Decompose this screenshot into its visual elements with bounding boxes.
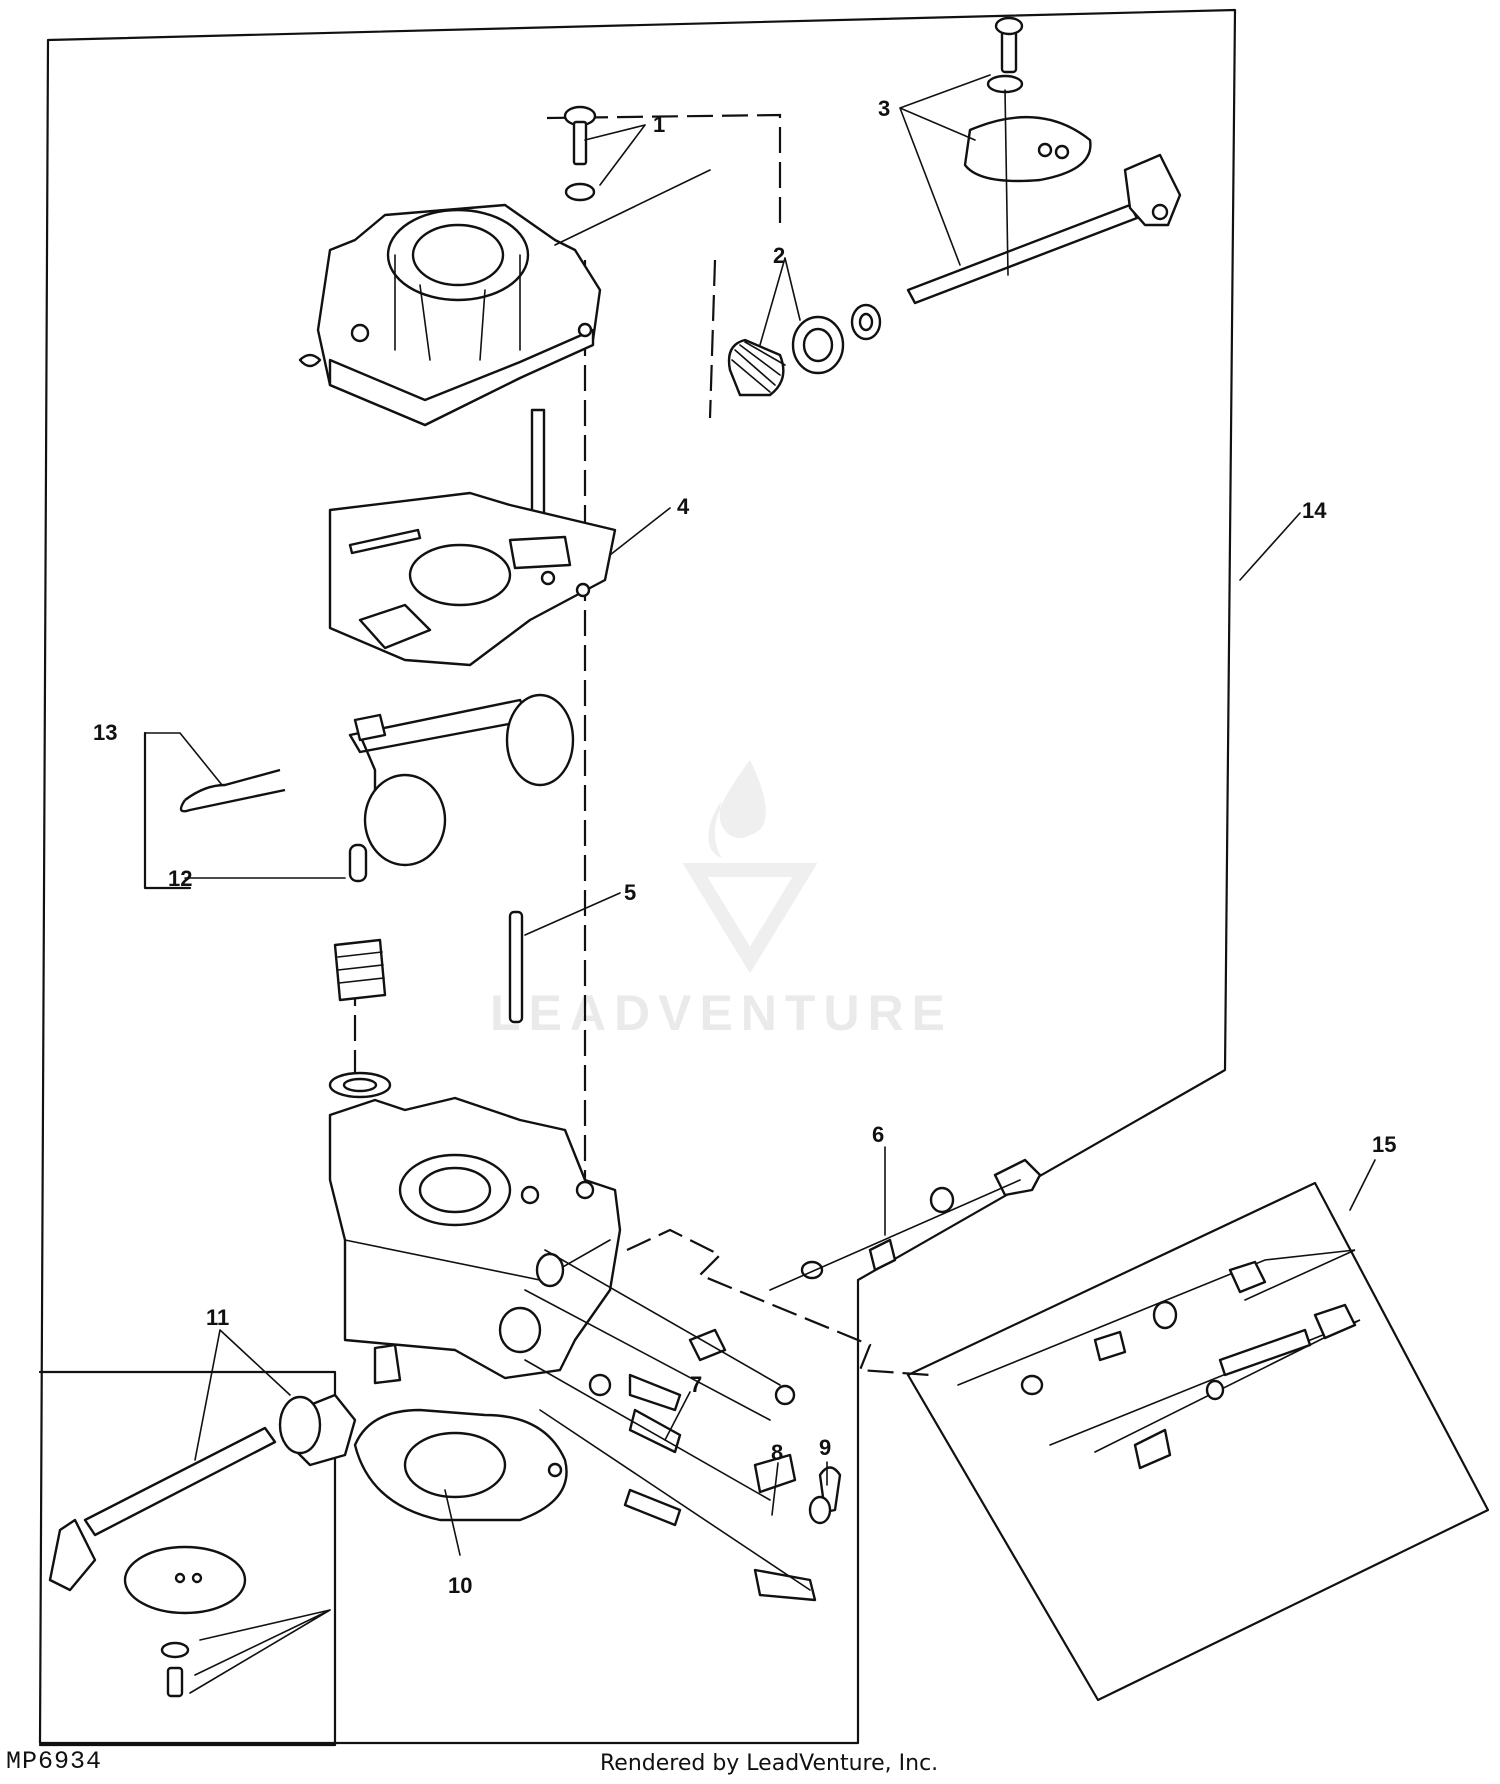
kit-15-outline: [906, 1181, 1490, 1702]
float-assembly: [179, 693, 575, 867]
assembly-line-top: [546, 113, 782, 230]
leader-lines: [144, 74, 1376, 1694]
assembly-line-base: [626, 1228, 931, 1377]
callout-labels: 1 2 3 4 5 6 7 8 9 10 11 12 13 14 15: [93, 96, 1396, 1598]
callout-9: 9: [819, 1435, 831, 1460]
needle-seat: [328, 938, 392, 1099]
throttle-plate: [963, 115, 1092, 183]
callout-7: 7: [690, 1372, 702, 1397]
lever-hole: [1151, 203, 1169, 221]
plate-hole: [1037, 142, 1053, 158]
carburetor-upper-body: [298, 169, 711, 427]
throttle-shaft-axis: [1004, 89, 1009, 276]
render-credit: Rendered by LeadVenture, Inc.: [600, 1751, 939, 1776]
figure-code: MP6934: [6, 1747, 103, 1776]
carburetor-lower-body: [328, 1096, 622, 1385]
callout-14: 14: [1302, 498, 1327, 523]
upper-gasket: [328, 491, 617, 667]
mounting-stud: [530, 408, 546, 522]
kit-15-inner-top: [957, 1249, 1356, 1386]
callout-3: 3: [878, 96, 890, 121]
callout-13: 13: [93, 720, 117, 745]
float-needle: [348, 843, 368, 883]
callout-10: 10: [448, 1573, 472, 1598]
choke-assembly: [48, 1393, 357, 1698]
callout-2: 2: [773, 243, 785, 268]
callout-6: 6: [872, 1122, 884, 1147]
callout-8: 8: [771, 1440, 783, 1465]
assembly-line-shaft: [708, 259, 717, 419]
callout-1: 1: [653, 112, 665, 137]
kit-14-outline: [38, 8, 1237, 1745]
top-screw: [986, 16, 1024, 94]
flange-gasket: [353, 1408, 568, 1522]
callout-15: 15: [1372, 1132, 1396, 1157]
callout-11: 11: [206, 1305, 229, 1330]
leadventure-watermark: LEADVENTURE: [490, 760, 953, 1041]
kit-15-inner-bottom: [1049, 1319, 1361, 1453]
callout-12: 12: [168, 866, 192, 891]
kit-13-bracket: [143, 731, 192, 890]
watermark-text: LEADVENTURE: [490, 985, 953, 1041]
idle-adjust-parts: [524, 1158, 1042, 1602]
throttle-shaft: [906, 203, 1139, 305]
kit-11-outline: [38, 1370, 337, 1747]
throttle-seal-group: [727, 303, 882, 397]
plate-hole: [1054, 144, 1070, 160]
cover-screw: [563, 105, 597, 202]
hinge-pin: [508, 910, 524, 1024]
kit-15-parts: [1020, 1260, 1357, 1470]
callout-4: 4: [677, 494, 690, 519]
callout-5: 5: [624, 880, 636, 905]
